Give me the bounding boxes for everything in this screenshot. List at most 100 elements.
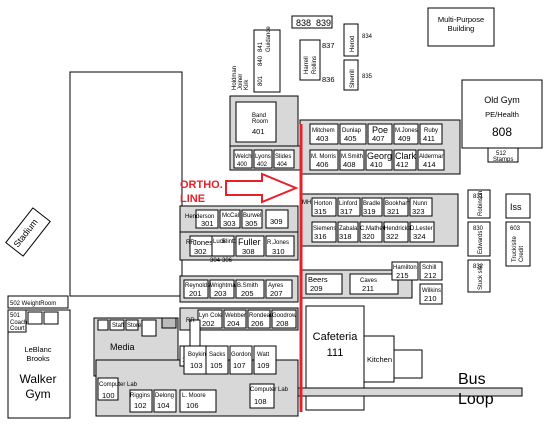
room-105[interactable]: Sacks 105 — [205, 345, 229, 375]
r403-label: 403 — [316, 134, 329, 143]
room-408[interactable]: M.Smith 408 — [339, 149, 365, 171]
room-400[interactable]: Welch 400 — [233, 149, 253, 169]
room-319[interactable]: Bradle 319 — [361, 197, 383, 217]
room-303[interactable]: McCall 303 — [219, 209, 241, 229]
stadium[interactable]: Stadium — [5, 207, 51, 257]
hamilton-label: Hamilton — [393, 265, 417, 271]
r304-label: 304 — [210, 258, 221, 264]
weight-room[interactable]: 502 WeightRoom — [7, 295, 69, 309]
lyncole-label: Lyn Cole — [199, 313, 223, 319]
room-305[interactable]: Burwell 305 — [241, 209, 263, 229]
room-318[interactable]: Zabala 318 — [337, 221, 359, 243]
room-409[interactable]: M.Jones 409 — [393, 123, 419, 145]
room-100[interactable]: Computer Lab 100 — [97, 377, 138, 401]
room-104[interactable]: Delong 104 — [153, 389, 177, 413]
room-407[interactable]: Poe 407 — [367, 123, 393, 145]
room-403[interactable]: Mitchem 403 — [309, 123, 339, 145]
room-406[interactable]: M. Morris 406 — [309, 149, 339, 171]
room-211[interactable]: Caves 211 — [349, 273, 399, 295]
room-324[interactable]: D.Lester 324 — [409, 221, 435, 243]
room-321[interactable]: Bookham 321 — [383, 197, 410, 217]
old-gym[interactable]: Old Gym PE/Health 808 512 Stamps — [461, 79, 543, 163]
room-304[interactable]: Luck Blinton 304 306 — [210, 235, 240, 264]
harrell-rollins-block[interactable]: Harrell Rollins 837 836 — [299, 39, 335, 84]
rr-label-200: RR — [186, 318, 195, 324]
r203-label: 203 — [214, 289, 227, 298]
room-302[interactable]: Jones 302 — [189, 235, 213, 257]
r512-label: 512 — [496, 151, 507, 157]
room-203[interactable]: Wrightman 203 — [209, 279, 239, 299]
edwards-block[interactable]: 830 Edwards — [467, 221, 491, 257]
room-109[interactable]: Watt 109 — [253, 345, 277, 375]
room-207[interactable]: Ayres 207 — [265, 279, 293, 299]
room-208[interactable]: Goodrow 208 — [271, 309, 297, 329]
room-410[interactable]: Georg 410 — [365, 149, 393, 171]
room-107[interactable]: Gordon 107 — [229, 345, 253, 375]
r106-label: 106 — [186, 401, 199, 410]
room-212[interactable]: Schill 212 — [419, 261, 443, 281]
r316-label: 316 — [314, 232, 327, 241]
room-301[interactable]: Henderson 301 — [185, 209, 219, 229]
room-316[interactable]: Siemens 316 — [311, 221, 337, 243]
room-414[interactable]: Alderman 414 — [417, 149, 445, 171]
henderson-label: Henderson — [185, 214, 214, 220]
slides-label: Slides — [275, 154, 291, 160]
room-411[interactable]: Ruby 411 — [419, 123, 443, 145]
room-317[interactable]: Linford 317 — [337, 197, 361, 217]
credit-block[interactable]: 603 Truck/site Credit — [505, 221, 531, 267]
r212-label: 212 — [424, 271, 437, 280]
room-405[interactable]: Dunlap 405 — [339, 123, 367, 145]
room-404[interactable]: Slides 404 — [273, 149, 295, 169]
r414-label: 414 — [423, 160, 436, 169]
rr-label-300: RR — [186, 240, 195, 246]
goodrow-label: Goodrow — [272, 313, 297, 319]
room-209[interactable]: Beers 209 — [305, 273, 343, 295]
room-309[interactable]: 309 — [265, 209, 289, 229]
media-center[interactable]: Staff Store Media — [97, 319, 157, 352]
room-202[interactable]: Lyn Cole 202 — [197, 309, 223, 329]
r104-label: 104 — [157, 401, 170, 410]
bus-loop[interactable]: Bus Loop — [458, 371, 494, 408]
room-402[interactable]: Lyons 402 — [253, 149, 273, 169]
room-320[interactable]: C.Mathews 320 — [359, 221, 390, 243]
mccall-label: McCall — [222, 213, 240, 219]
room-108[interactable]: Computer Lab 108 — [249, 383, 289, 409]
r323-label: 323 — [412, 207, 425, 216]
robinson-block[interactable]: 831 Robinson — [467, 189, 491, 219]
room-201[interactable]: Reynolds 201 — [183, 279, 210, 299]
r209-label: 209 — [310, 284, 323, 293]
kitchen[interactable]: Kitchen — [363, 335, 395, 383]
wrightman-label: Wrightman — [210, 283, 239, 289]
room-204[interactable]: Webber 204 — [223, 309, 247, 329]
joiner-label: Joiner — [238, 74, 244, 90]
room-412[interactable]: Clark 412 — [393, 149, 417, 171]
oldgym-sub-label: PE/Health — [485, 110, 519, 119]
blinton-label: Blinton — [222, 239, 240, 245]
room-206[interactable]: Rondeau 206 — [247, 309, 273, 329]
walker-gym[interactable]: 501 Coach Court LeBlanc Brooks Walker Gy… — [7, 309, 71, 419]
room-323[interactable]: Nunn 323 — [409, 197, 433, 217]
sacks-label: Sacks — [209, 352, 225, 358]
bsmith-label: B.Smith — [237, 283, 258, 289]
r211-label: 211 — [362, 284, 374, 293]
herod-block[interactable]: Herod 834 Sherrill 835 — [343, 23, 373, 91]
multipurpose-building[interactable]: Multi-Purpose Building — [427, 7, 495, 47]
room-106[interactable]: L. Moore 106 — [179, 389, 217, 413]
room-315[interactable]: Horton 315 — [311, 197, 337, 217]
band-room-label: Room — [252, 119, 268, 125]
room-308[interactable]: Fuller 308 — [235, 235, 265, 257]
room-310[interactable]: R.Jones 310 — [265, 235, 295, 257]
room-322[interactable]: Hendricks 322 — [383, 221, 411, 243]
room-838-839[interactable]: 838 839 — [291, 15, 333, 29]
stuck-site-block[interactable]: 832 Stuck site — [467, 259, 491, 293]
room-102[interactable]: Riggins 102 — [129, 389, 153, 413]
band-label: Band — [252, 113, 266, 119]
iss-block[interactable]: Iss — [505, 193, 531, 219]
room-215[interactable]: Hamilton 215 — [391, 261, 419, 281]
room-205[interactable]: B.Smith 205 — [235, 279, 265, 299]
room-210[interactable]: Wilkins 210 — [419, 283, 443, 305]
r102-label: 102 — [134, 401, 147, 410]
band-room[interactable]: Band Room 401 — [235, 101, 277, 143]
guidance-block[interactable]: 841 Guidance 840 801 Kirk Joiner Holdman — [232, 26, 281, 93]
